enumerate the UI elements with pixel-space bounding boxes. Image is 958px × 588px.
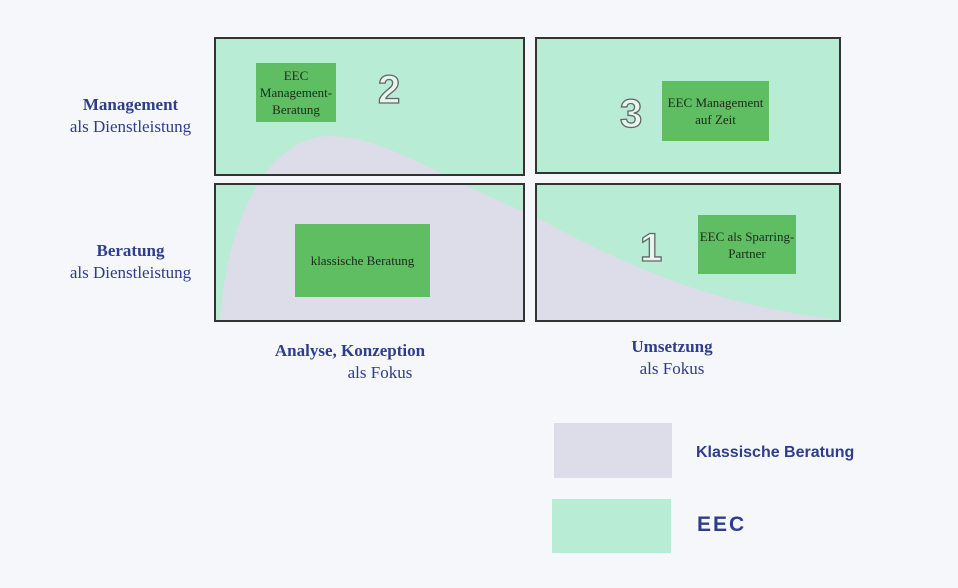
row-subtitle: als Dienstleistung bbox=[69, 117, 192, 136]
column-label-umsetzung: Umsetzung als Fokus bbox=[592, 336, 752, 380]
number-one: 1 bbox=[639, 225, 663, 270]
box-management-beratung: EEC Management-Beratung bbox=[256, 63, 336, 122]
row-title: Management bbox=[82, 95, 179, 114]
column-subtitle: als Fokus bbox=[347, 363, 413, 382]
column-title: Analyse, Konzeption bbox=[274, 341, 426, 360]
number-two: 2 bbox=[377, 67, 401, 112]
legend-swatch-eec bbox=[552, 499, 671, 553]
column-label-analyse: Analyse, Konzeption als Fokus bbox=[230, 340, 470, 384]
box-sparring-partner: EEC als Sparring-Partner bbox=[698, 215, 796, 274]
legend-swatch-classic bbox=[554, 423, 672, 478]
row-subtitle: als Dienstleistung bbox=[69, 263, 192, 282]
column-subtitle: als Fokus bbox=[639, 359, 705, 378]
row-title: Beratung bbox=[96, 241, 165, 260]
row-label-management: Management als Dienstleistung bbox=[48, 94, 213, 138]
column-title: Umsetzung bbox=[631, 337, 713, 356]
box-management-auf-zeit: EEC Management auf Zeit bbox=[662, 81, 769, 141]
row-label-beratung: Beratung als Dienstleistung bbox=[48, 240, 213, 284]
number-three: 3 bbox=[619, 91, 643, 136]
box-klassische-beratung: klassische Beratung bbox=[295, 224, 430, 297]
legend-label-classic: Klassische Beratung bbox=[696, 444, 855, 461]
legend-label-eec: EEC bbox=[697, 513, 747, 536]
